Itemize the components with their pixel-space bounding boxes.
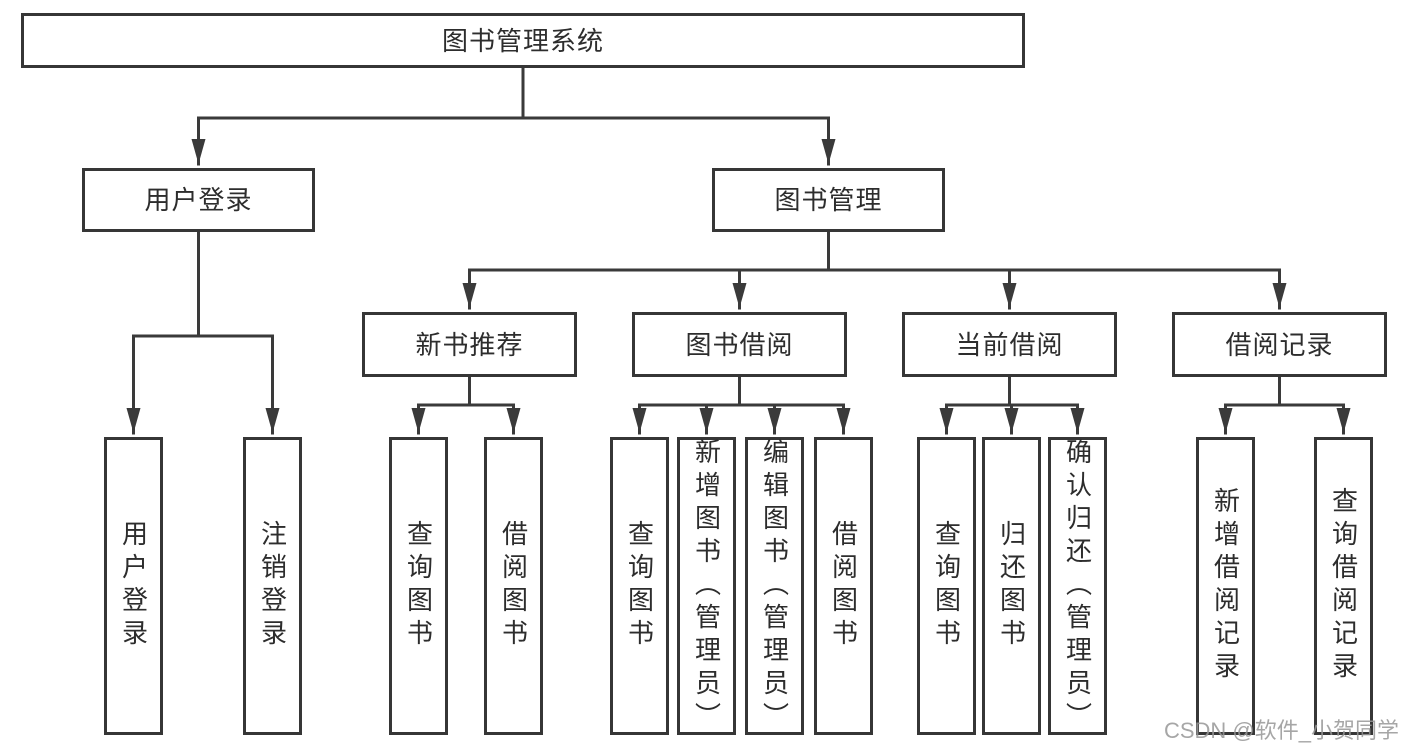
leaf-add-borrow-record: 新增借阅记录 xyxy=(1196,437,1255,735)
leaf-add-books-admin-label: 新增图书（管理员） xyxy=(691,437,722,735)
leaf-borrow-books-label: 借阅图书 xyxy=(828,520,859,652)
node-current-borrow-label: 当前借阅 xyxy=(955,329,1064,360)
leaf-user-login-label: 用户登录 xyxy=(118,520,149,652)
leaf-logout-login: 注销登录 xyxy=(243,437,302,735)
leaf-user-login: 用户登录 xyxy=(104,437,163,735)
leaf-recommend-borrow-books-label: 借阅图书 xyxy=(498,520,529,652)
leaf-recommend-query-books-label: 查询图书 xyxy=(403,520,434,652)
node-book-borrow-label: 图书借阅 xyxy=(685,329,794,360)
csdn-watermark: CSDN @软件_小贺同学 xyxy=(1163,718,1399,743)
node-root-label: 图书管理系统 xyxy=(441,25,604,56)
leaf-confirm-return-admin: 确认归还（管理员） xyxy=(1048,437,1107,735)
leaf-return-books: 归还图书 xyxy=(982,437,1041,735)
leaf-borrow-query-books: 查询图书 xyxy=(610,437,669,735)
node-user-login-label: 用户登录 xyxy=(144,185,253,215)
node-book-management-label: 图书管理 xyxy=(774,185,883,215)
node-current-borrow: 当前借阅 xyxy=(902,312,1117,377)
leaf-add-borrow-record-label: 新增借阅记录 xyxy=(1210,487,1241,685)
node-new-book-recommend: 新书推荐 xyxy=(362,312,577,377)
leaf-borrow-books: 借阅图书 xyxy=(814,437,873,735)
leaf-recommend-borrow-books: 借阅图书 xyxy=(484,437,543,735)
node-book-borrow: 图书借阅 xyxy=(632,312,847,377)
leaf-query-borrow-record: 查询借阅记录 xyxy=(1314,437,1373,735)
leaf-current-query-books-label: 查询图书 xyxy=(931,520,962,652)
leaf-return-books-label: 归还图书 xyxy=(996,520,1027,652)
leaf-current-query-books: 查询图书 xyxy=(917,437,976,735)
leaf-borrow-query-books-label: 查询图书 xyxy=(624,520,655,652)
leaf-add-books-admin: 新增图书（管理员） xyxy=(677,437,736,735)
node-new-book-recommend-label: 新书推荐 xyxy=(415,329,524,360)
leaf-logout-login-label: 注销登录 xyxy=(257,520,288,652)
leaf-recommend-query-books: 查询图书 xyxy=(389,437,448,735)
leaf-query-borrow-record-label: 查询借阅记录 xyxy=(1328,487,1359,685)
leaf-edit-books-admin-label: 编辑图书（管理员） xyxy=(759,437,790,735)
node-root-system: 图书管理系统 xyxy=(21,13,1025,68)
node-borrow-records: 借阅记录 xyxy=(1172,312,1387,377)
node-borrow-records-label: 借阅记录 xyxy=(1225,329,1334,360)
node-user-login: 用户登录 xyxy=(82,168,315,232)
leaf-edit-books-admin: 编辑图书（管理员） xyxy=(745,437,804,735)
leaf-confirm-return-admin-label: 确认归还（管理员） xyxy=(1062,437,1093,735)
node-book-management: 图书管理 xyxy=(712,168,945,232)
